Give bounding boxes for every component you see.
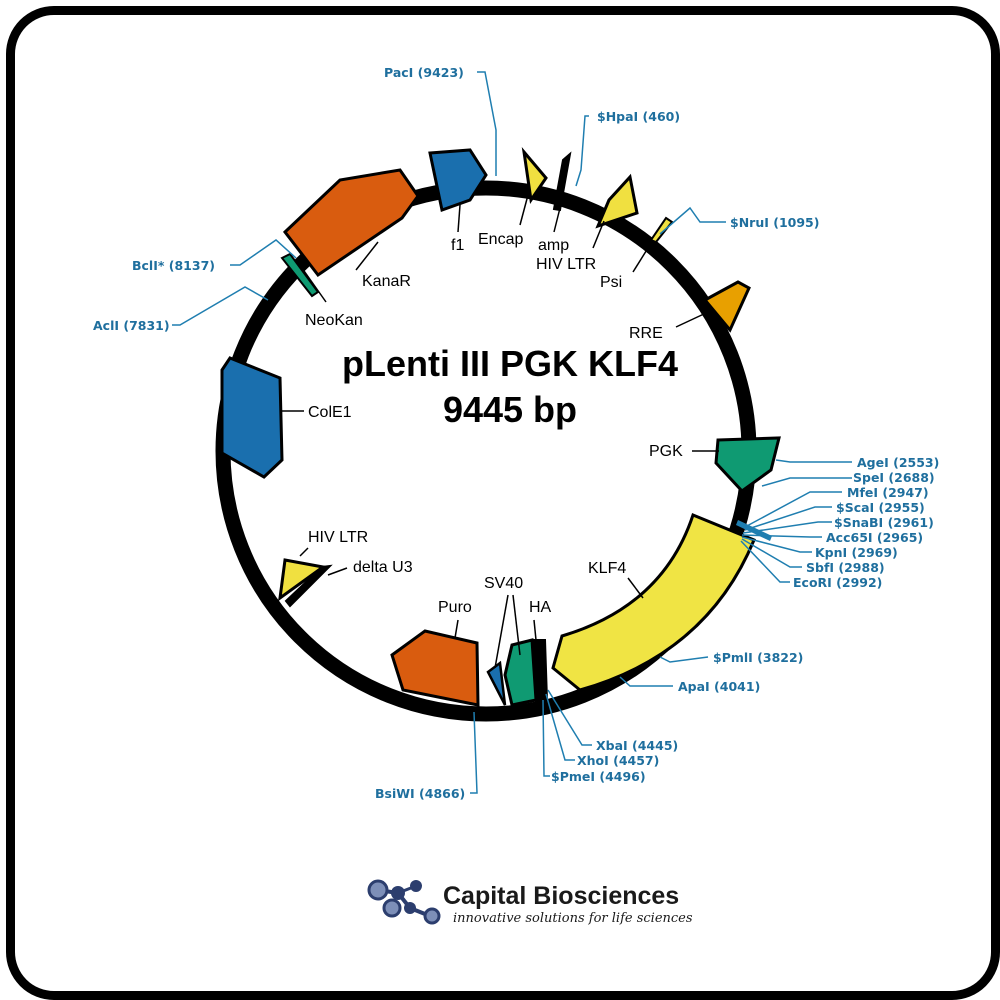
site-acc65i[interactable]: Acc65I (2965): [826, 530, 923, 545]
label-hiv-ltr-top: HIV LTR: [536, 256, 596, 273]
site-xbai[interactable]: XbaI (4445): [596, 738, 678, 753]
site-sbfi[interactable]: SbfI (2988): [806, 560, 885, 575]
feature-hiv-ltr-bottom[interactable]: [278, 558, 327, 602]
label-klf4: KLF4: [588, 560, 626, 577]
feature-puro[interactable]: [390, 629, 480, 707]
site-nrui[interactable]: $NruI (1095): [730, 215, 819, 230]
site-spei[interactable]: SpeI (2688): [853, 470, 935, 485]
site-agei[interactable]: AgeI (2553): [857, 455, 939, 470]
site-xhoi[interactable]: XhoI (4457): [577, 753, 659, 768]
label-puro: Puro: [438, 599, 472, 616]
molecule-icon: [367, 879, 441, 925]
label-kanar: KanaR: [362, 273, 411, 290]
site-apai[interactable]: ApaI (4041): [678, 679, 760, 694]
label-f1: f1: [451, 237, 464, 254]
label-rre: RRE: [629, 325, 663, 342]
plasmid-size: 9445 bp: [443, 389, 577, 430]
feature-f1[interactable]: [428, 148, 488, 212]
label-amp: amp: [538, 237, 569, 254]
feature-neokan[interactable]: [280, 252, 320, 298]
site-pmei[interactable]: $PmeI (4496): [551, 769, 646, 784]
label-cole1: ColE1: [308, 404, 352, 421]
feature-rre[interactable]: [702, 280, 751, 333]
site-bsiwi[interactable]: BsiWI (4866): [375, 786, 465, 801]
label-psi: Psi: [600, 274, 622, 291]
plasmid-name: pLenti III PGK KLF4: [342, 343, 678, 384]
site-mfei[interactable]: MfeI (2947): [847, 485, 929, 500]
site-pmli[interactable]: $PmlI (3822): [713, 650, 803, 665]
site-hpai[interactable]: $HpaI (460): [597, 109, 680, 124]
site-kpni[interactable]: KpnI (2969): [815, 545, 898, 560]
label-ha: HA: [529, 599, 552, 616]
site-cluster-marker: [736, 520, 772, 541]
label-encap: Encap: [478, 231, 523, 248]
feature-sv40-marker[interactable]: [486, 660, 507, 706]
label-hiv-ltr-bottom: HIV LTR: [308, 529, 368, 546]
company-name: Capital Biosciences: [443, 882, 679, 910]
site-acli[interactable]: AclI (7831): [93, 318, 170, 333]
feature-encap[interactable]: [521, 147, 548, 205]
site-bcli[interactable]: BclI* (8137): [132, 258, 215, 273]
site-snabi[interactable]: $SnaBI (2961): [834, 515, 934, 530]
feature-pgk[interactable]: [714, 436, 781, 493]
company-logo: Capital Biosciences innovative solutions…: [367, 879, 693, 926]
company-tagline: innovative solutions for life sciences: [453, 911, 693, 926]
label-neokan: NeoKan: [305, 312, 363, 329]
feature-delta-u3[interactable]: [284, 564, 333, 608]
label-pgk: PGK: [649, 443, 683, 460]
label-sv40: SV40: [484, 575, 523, 592]
site-ecori[interactable]: EcoRI (2992): [793, 575, 882, 590]
site-paci[interactable]: PacI (9423): [384, 65, 464, 80]
site-scai[interactable]: $ScaI (2955): [836, 500, 925, 515]
feature-cole1[interactable]: [220, 356, 284, 479]
feature-klf4[interactable]: [551, 513, 756, 692]
feature-sv40[interactable]: [503, 638, 538, 707]
label-delta-u3: delta U3: [353, 559, 413, 576]
card-frame: [6, 6, 1000, 1000]
feature-kanar[interactable]: [282, 168, 420, 278]
feature-hiv-ltr-top[interactable]: [595, 173, 639, 229]
feature-psi[interactable]: [649, 216, 674, 244]
